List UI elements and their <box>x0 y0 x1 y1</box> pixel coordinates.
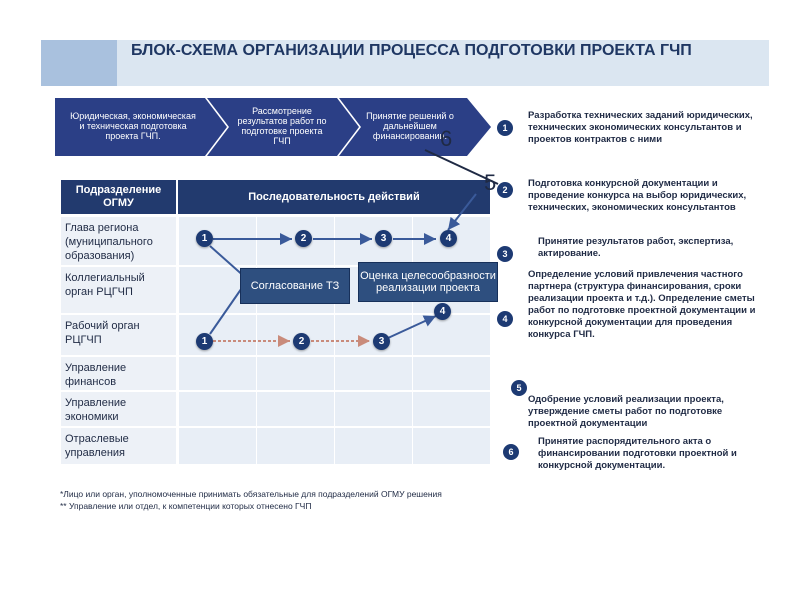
step-r3-2: 2 <box>293 333 310 350</box>
legend-text-4: Определение условий привлечения частного… <box>528 269 756 340</box>
table-cell <box>412 357 490 390</box>
callout-approval: Согласование ТЗ <box>240 268 350 304</box>
table-header-department: Подразделение ОГМУ <box>61 180 176 214</box>
overlay-number-5: 5 <box>484 170 497 195</box>
table-cell <box>334 217 412 265</box>
stage-2-label: Рассмотрение результатов работ по подгот… <box>237 106 327 146</box>
step-r1-2: 2 <box>295 230 312 247</box>
table-row: Отраслевые управления <box>61 428 490 464</box>
legend-text-1: Разработка технических заданий юридическ… <box>528 110 753 145</box>
table-row: Управление экономики <box>61 392 490 426</box>
step-r3-4: 4 <box>434 303 451 320</box>
legend-badge-4: 4 <box>497 311 513 327</box>
arrow-r3-3-4 <box>387 315 437 339</box>
row-label: Коллегиальный орган РЦГЧП <box>61 267 176 313</box>
connector-stage3-legend5 <box>424 149 499 185</box>
step-r1-4: 4 <box>440 230 457 247</box>
row-label: Управление экономики <box>61 392 176 426</box>
legend-text-3: Принятие результатов работ, экспертиза, … <box>538 236 734 259</box>
legend-badge-6: 6 <box>503 444 519 460</box>
stage-banner <box>55 98 491 156</box>
footnote-1: *Лицо или орган, уполномоченные принимат… <box>60 489 442 499</box>
table-cell <box>178 315 256 355</box>
legend-text-6: Принятие распорядительного акта о финанс… <box>538 436 737 471</box>
table-row: Управление финансов <box>61 357 490 390</box>
table-cell <box>178 392 256 426</box>
legend-badge-2: 2 <box>497 182 513 198</box>
step-r3-3: 3 <box>373 333 390 350</box>
stage-1-label: Юридическая, экономическая и техническая… <box>70 111 196 141</box>
stage-2-shape <box>207 98 359 156</box>
table-cell <box>256 392 334 426</box>
legend-text-5: Одобрение условий реализации проекта, ут… <box>528 394 724 429</box>
step-r1-3: 3 <box>375 230 392 247</box>
stage-3-shape <box>339 98 491 156</box>
callout-evaluation: Оценка целесообразности реализации проек… <box>358 262 498 302</box>
table-cell <box>334 392 412 426</box>
table-cell <box>412 428 490 464</box>
row-label: Глава региона (муниципального образовани… <box>61 217 176 265</box>
page-title: БЛОК-СХЕМА ОРГАНИЗАЦИИ ПРОЦЕССА ПОДГОТОВ… <box>131 42 692 59</box>
table-cell <box>178 357 256 390</box>
table-cell <box>178 428 256 464</box>
legend-badge-3: 3 <box>497 246 513 262</box>
table-cell <box>256 428 334 464</box>
step-r3-1: 1 <box>196 333 213 350</box>
title-accent <box>41 40 117 86</box>
title-bar <box>41 40 769 86</box>
overlay-number-6: 6 <box>440 126 453 151</box>
table-row: Рабочий орган РЦГЧП <box>61 315 490 355</box>
row-label: Рабочий орган РЦГЧП <box>61 315 176 355</box>
stage-1-shape <box>55 98 227 156</box>
step-r1-1: 1 <box>196 230 213 247</box>
legend-text-2: Подготовка конкурсной документации и про… <box>528 178 747 213</box>
arrow-from-legend-2 <box>447 193 477 231</box>
table-row: Глава региона (муниципального образовани… <box>61 217 490 265</box>
legend-badge-5: 5 <box>511 380 527 396</box>
table-cell <box>334 428 412 464</box>
footnote-2: ** Управление или отдел, к компетенции к… <box>60 501 312 511</box>
table-cell <box>256 357 334 390</box>
row-label: Отраслевые управления <box>61 428 176 464</box>
row-label: Управление финансов <box>61 357 176 390</box>
table-cell <box>334 357 412 390</box>
table-cell <box>334 315 412 355</box>
table-cell <box>178 217 256 265</box>
stage-3-label: Принятие решений о дальнейшем финансиров… <box>366 111 454 141</box>
table-header-sequence: Последовательность действий <box>178 180 490 214</box>
table-cell <box>412 392 490 426</box>
legend-badge-1: 1 <box>497 120 513 136</box>
